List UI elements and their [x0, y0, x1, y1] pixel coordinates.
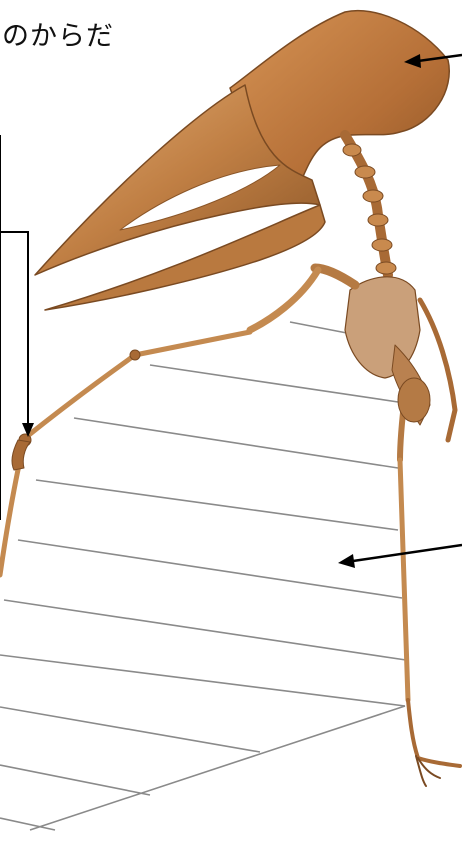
- forearm: [250, 270, 318, 330]
- wing-membrane: [0, 322, 406, 830]
- wing-finger: [0, 332, 250, 575]
- leg-tibia: [400, 460, 408, 700]
- membrane-pointer-arrowhead: [338, 554, 355, 568]
- skeleton: [0, 11, 460, 786]
- hand-pointer-line: [0, 232, 28, 425]
- membrane-pointer-line: [353, 545, 462, 561]
- pelvis: [398, 378, 430, 422]
- right-arm: [420, 300, 455, 440]
